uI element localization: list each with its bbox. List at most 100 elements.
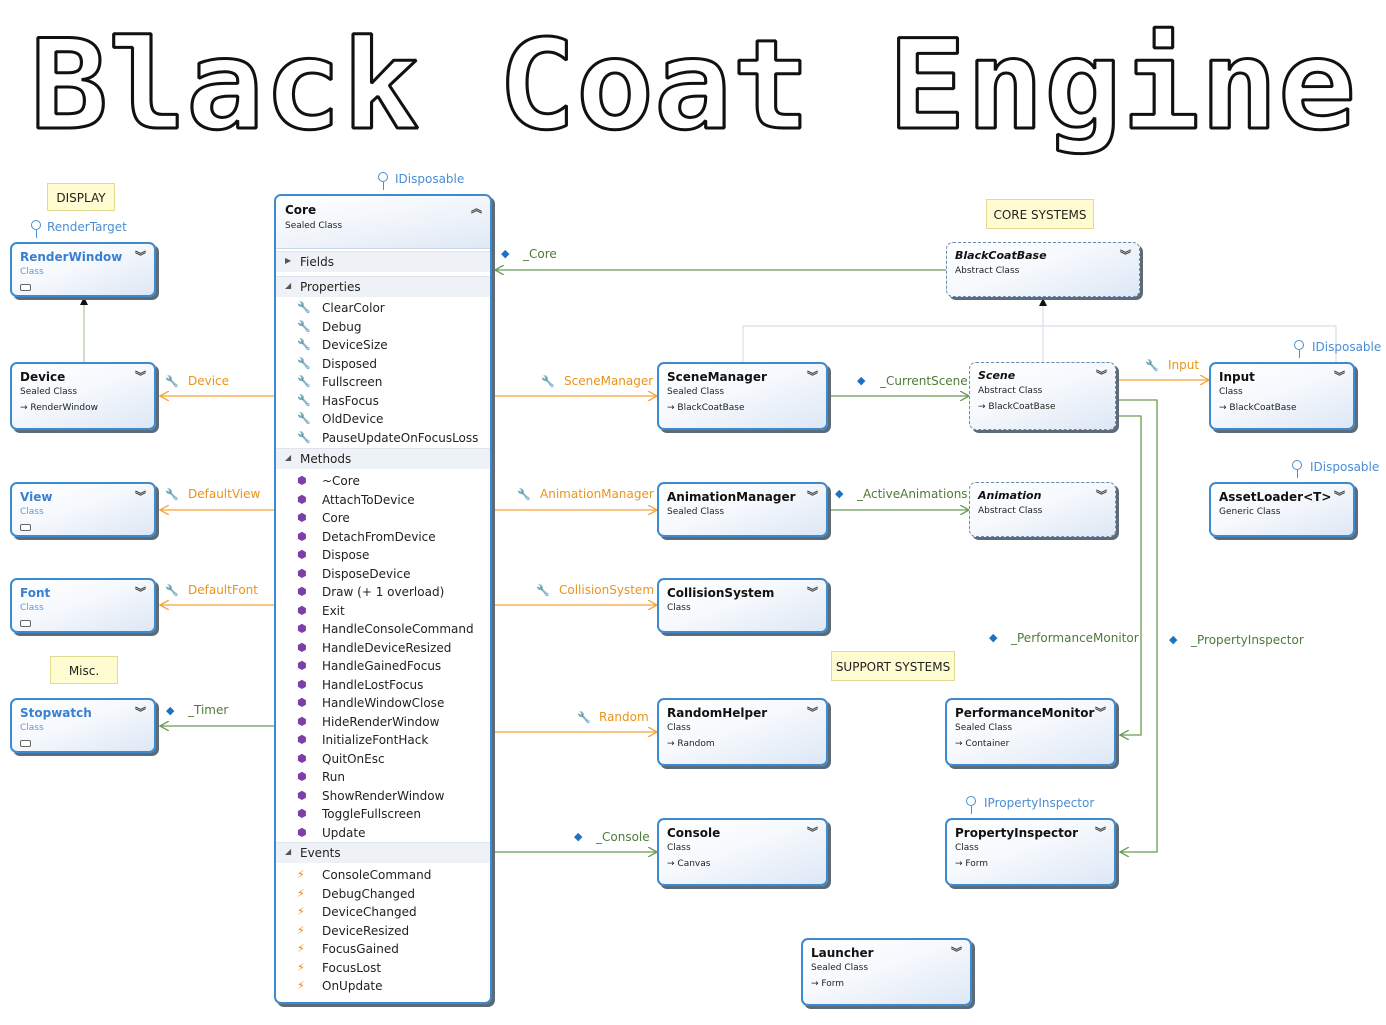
event-item[interactable]: ⚡FocusGained bbox=[276, 940, 490, 958]
assoc-label-input: Input bbox=[1168, 358, 1200, 372]
class-animationmanager[interactable]: AnimationManager Sealed Class ︾ bbox=[657, 482, 828, 537]
chevron-down-icon[interactable]: ︾ bbox=[807, 370, 818, 383]
property-item[interactable]: 🔧Fullscreen bbox=[276, 373, 490, 391]
class-view[interactable]: View Class ︾ bbox=[10, 482, 156, 537]
chevron-down-icon[interactable]: ︾ bbox=[1095, 706, 1106, 719]
method-item[interactable]: ⬢~Core bbox=[276, 472, 490, 490]
property-item[interactable]: 🔧Disposed bbox=[276, 355, 490, 373]
chevron-down-icon[interactable]: ︾ bbox=[1095, 826, 1106, 839]
method-item[interactable]: ⬢HandleConsoleCommand bbox=[276, 620, 490, 638]
chevron-down-icon[interactable]: ︾ bbox=[135, 586, 146, 599]
section-events[interactable]: ◢ Events bbox=[276, 842, 490, 863]
member-name: AttachToDevice bbox=[322, 492, 415, 507]
class-core[interactable]: Core Sealed Class ︽ ▶ Fields ◢ Propertie… bbox=[274, 194, 492, 1004]
chevron-down-icon[interactable]: ︾ bbox=[1096, 369, 1107, 382]
method-cube-icon: ⬢ bbox=[297, 622, 307, 635]
class-console[interactable]: Console Class → Canvas ︾ bbox=[657, 818, 828, 886]
method-item[interactable]: ⬢Core bbox=[276, 509, 490, 527]
event-item[interactable]: ⚡DebugChanged bbox=[276, 885, 490, 903]
event-item[interactable]: ⚡DeviceResized bbox=[276, 922, 490, 940]
class-scenemanager[interactable]: SceneManager Sealed Class → BlackCoatBas… bbox=[657, 362, 828, 430]
method-item[interactable]: ⬢HideRenderWindow bbox=[276, 713, 490, 731]
property-item[interactable]: 🔧PauseUpdateOnFocusLoss bbox=[276, 429, 490, 447]
base-name: BlackCoatBase bbox=[1229, 403, 1297, 413]
chevron-down-icon[interactable]: ︾ bbox=[1096, 489, 1107, 502]
chevron-down-icon[interactable]: ︾ bbox=[1334, 370, 1345, 383]
lightning-icon: ⚡ bbox=[297, 923, 305, 937]
lollipop-icon bbox=[966, 796, 976, 806]
class-font[interactable]: Font Class ︾ bbox=[10, 578, 156, 633]
note-display: DISPLAY bbox=[47, 183, 115, 211]
property-item[interactable]: 🔧DeviceSize bbox=[276, 336, 490, 354]
class-stopwatch[interactable]: Stopwatch Class ︾ bbox=[10, 698, 156, 753]
class-name: Animation bbox=[978, 489, 1042, 502]
method-item[interactable]: ⬢HandleLostFocus bbox=[276, 676, 490, 694]
method-item[interactable]: ⬢Draw (+ 1 overload) bbox=[276, 583, 490, 601]
chevron-down-icon[interactable]: ︾ bbox=[807, 826, 818, 839]
class-renderwindow[interactable]: RenderWindow Class ︾ bbox=[10, 242, 156, 297]
section-properties[interactable]: ◢ Properties bbox=[276, 276, 490, 297]
method-item[interactable]: ⬢AttachToDevice bbox=[276, 491, 490, 509]
class-assetloader[interactable]: AssetLoader<T> Generic Class ︾ bbox=[1209, 482, 1355, 537]
method-item[interactable]: ⬢ShowRenderWindow bbox=[276, 787, 490, 805]
class-blackcoatbase[interactable]: BlackCoatBase Abstract Class ︾ bbox=[946, 242, 1140, 297]
method-item[interactable]: ⬢HandleDeviceResized bbox=[276, 639, 490, 657]
method-item[interactable]: ⬢HandleGainedFocus bbox=[276, 657, 490, 675]
chevron-down-icon[interactable]: ︾ bbox=[1120, 249, 1131, 262]
class-device[interactable]: Device Sealed Class → RenderWindow ︾ bbox=[10, 362, 156, 430]
chevron-down-icon[interactable]: ︾ bbox=[135, 250, 146, 263]
lightning-icon: ⚡ bbox=[297, 868, 305, 881]
chevron-down-icon[interactable]: ︾ bbox=[807, 490, 818, 503]
method-item[interactable]: ⬢DisposeDevice bbox=[276, 565, 490, 583]
class-propertyinspector[interactable]: PropertyInspector Class → Form ︾ bbox=[945, 818, 1116, 886]
event-item[interactable]: ⚡DeviceChanged bbox=[276, 903, 490, 921]
chevron-down-icon[interactable]: ︾ bbox=[807, 706, 818, 719]
event-item[interactable]: ⚡ConsoleCommand bbox=[276, 866, 490, 884]
assoc-label-random: Random bbox=[599, 710, 649, 724]
chevron-down-icon[interactable]: ︾ bbox=[1334, 490, 1345, 503]
method-item[interactable]: ⬢Exit bbox=[276, 602, 490, 620]
method-item[interactable]: ⬢DetachFromDevice bbox=[276, 528, 490, 546]
method-item[interactable]: ⬢Dispose bbox=[276, 546, 490, 564]
method-item[interactable]: ⬢ToggleFullscreen bbox=[276, 805, 490, 823]
wrench-icon: 🔧 bbox=[297, 430, 311, 444]
property-item[interactable]: 🔧Debug bbox=[276, 318, 490, 336]
event-item[interactable]: ⚡OnUpdate bbox=[276, 977, 490, 995]
class-input[interactable]: Input Class → BlackCoatBase ︾ bbox=[1209, 362, 1355, 430]
chevron-down-icon[interactable]: ︾ bbox=[135, 490, 146, 503]
method-item[interactable]: ⬢InitializeFontHack bbox=[276, 731, 490, 749]
method-item[interactable]: ⬢QuitOnEsc bbox=[276, 750, 490, 768]
class-scene[interactable]: Scene Abstract Class → BlackCoatBase ︾ bbox=[969, 362, 1116, 430]
class-base: → RenderWindow bbox=[20, 403, 98, 413]
section-fields[interactable]: ▶ Fields bbox=[276, 251, 490, 272]
class-performancemonitor[interactable]: PerformanceMonitor Sealed Class → Contai… bbox=[945, 698, 1116, 766]
method-item[interactable]: ⬢Run bbox=[276, 768, 490, 786]
event-item[interactable]: ⚡FocusLost bbox=[276, 959, 490, 977]
class-name: Core bbox=[285, 203, 317, 217]
section-methods[interactable]: ◢ Methods bbox=[276, 448, 490, 469]
title-text: Black Coat Engine bbox=[30, 14, 1356, 158]
class-collisionsystem[interactable]: CollisionSystem Class ︾ bbox=[657, 578, 828, 633]
wrench-icon: 🔧 bbox=[517, 488, 531, 501]
class-launcher[interactable]: Launcher Sealed Class → Form ︾ bbox=[801, 938, 972, 1006]
property-item[interactable]: 🔧HasFocus bbox=[276, 392, 490, 410]
property-item[interactable]: 🔧ClearColor bbox=[276, 299, 490, 317]
class-name: Font bbox=[20, 586, 51, 600]
class-randomhelper[interactable]: RandomHelper Class → Random ︾ bbox=[657, 698, 828, 766]
method-item[interactable]: ⬢HandleWindowClose bbox=[276, 694, 490, 712]
chevron-down-icon[interactable]: ︾ bbox=[135, 706, 146, 719]
property-item[interactable]: 🔧OldDevice bbox=[276, 410, 490, 428]
class-kind: Sealed Class bbox=[955, 723, 1013, 733]
class-base: → Container bbox=[955, 739, 1010, 749]
section-label: Properties bbox=[300, 280, 361, 294]
chevron-down-icon[interactable]: ︾ bbox=[807, 586, 818, 599]
chevron-down-icon[interactable]: ︾ bbox=[135, 370, 146, 383]
chevron-up-icon[interactable]: ︽ bbox=[471, 202, 482, 215]
chevron-down-icon[interactable]: ︾ bbox=[951, 946, 962, 959]
wrench-icon: 🔧 bbox=[297, 338, 311, 351]
member-name: QuitOnEsc bbox=[322, 751, 385, 766]
method-item[interactable]: ⬢Update bbox=[276, 824, 490, 842]
class-animation[interactable]: Animation Abstract Class ︾ bbox=[969, 482, 1116, 537]
class-name: SceneManager bbox=[667, 370, 767, 384]
